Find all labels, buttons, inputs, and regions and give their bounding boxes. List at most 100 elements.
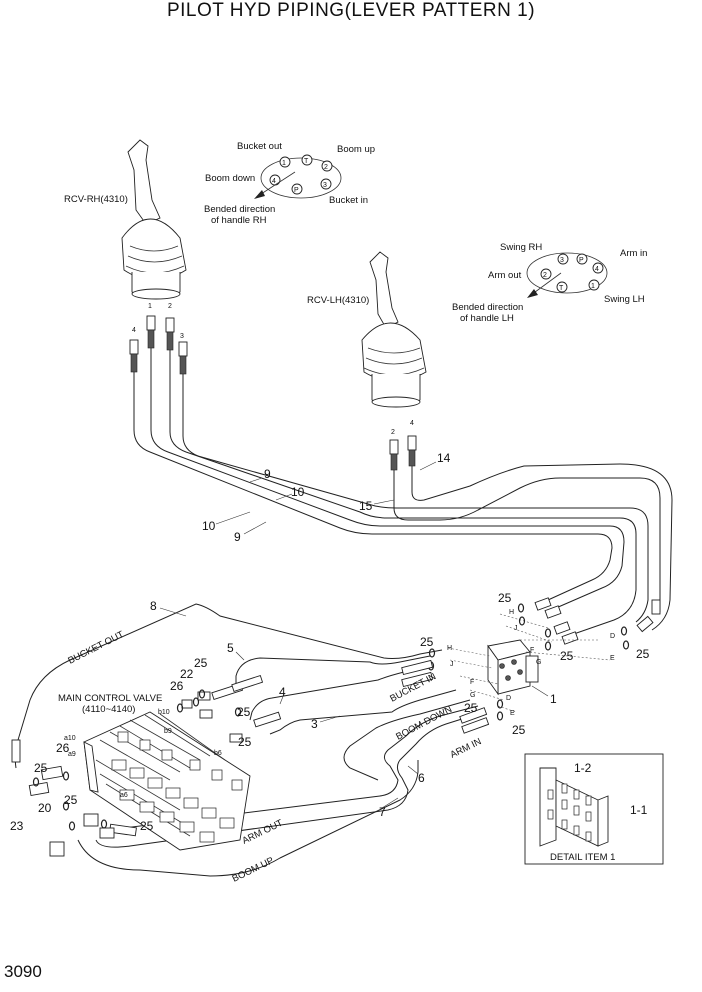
detail-item-1: [524, 753, 664, 865]
block-port-e-right: E: [610, 655, 615, 662]
rcv-rh-port-4: 4: [132, 327, 136, 334]
callout-20: 20: [38, 801, 52, 815]
lh-pattern-port-p: P: [579, 257, 584, 264]
callout-25-l: 25: [140, 819, 154, 833]
callout-25-k: 25: [64, 793, 78, 807]
lh-swing-lh-label: Swing LH: [604, 294, 645, 305]
block-port-f-right: F: [530, 647, 534, 654]
callout-10-lower: 10: [202, 519, 216, 533]
valve-port-a10: a10: [64, 735, 76, 742]
callout-8: 8: [150, 599, 157, 613]
rh-pattern-port-4: 4: [272, 178, 276, 185]
rcv-rh-pattern: [254, 154, 342, 199]
rcv-lh-label: RCV-LH(4310): [307, 295, 369, 306]
callout-25-b: 25: [560, 649, 574, 663]
rh-pattern-port-1: 1: [282, 160, 286, 167]
right-hose-fittings: [534, 597, 661, 645]
hose-label-boom-up: BOOM UP: [230, 855, 275, 885]
page-number: 3090: [4, 962, 42, 981]
callout-23: 23: [10, 819, 24, 833]
rh-bucket-out-label: Bucket out: [237, 141, 282, 152]
o-rings-mcv: [32, 689, 242, 831]
valve-port-a6: a6: [120, 792, 128, 799]
callout-25-h: 25: [237, 705, 251, 719]
block-port-j-left: J: [450, 661, 454, 668]
callout-25-c: 25: [636, 647, 650, 661]
rcv-lh-port-4: 4: [410, 420, 414, 427]
upper-hose-bundle: [133, 348, 673, 637]
block-port-e-lower: E: [510, 710, 515, 717]
page-title: PILOT HYD PIPING(LEVER PATTERN 1): [166, 0, 536, 21]
lh-pattern-port-t: T: [559, 285, 564, 292]
mcv-label-line1: MAIN CONTROL VALVE: [58, 693, 162, 704]
callout-15: 15: [359, 499, 373, 513]
lh-swing-rh-label: Swing RH: [500, 242, 542, 253]
callout-5: 5: [227, 641, 234, 655]
hose-label-bucket-in: BUCKET IN: [388, 671, 438, 704]
detail-label-1-2: 1-2: [574, 761, 592, 775]
lh-bended-line1: Bended direction: [452, 302, 523, 313]
rh-bucket-in-label: Bucket in: [329, 195, 368, 206]
hose-label-bucket-out: BUCKET OUT: [66, 629, 126, 667]
callout-9-lower: 9: [234, 530, 241, 544]
lh-pattern-port-2: 2: [543, 272, 547, 279]
main-control-valve: [83, 711, 251, 851]
hose-label-arm-out: ARM OUT: [240, 818, 284, 847]
block-port-g-left: G: [470, 692, 475, 699]
callout-25-f: 25: [512, 723, 526, 737]
callout-6: 6: [418, 771, 425, 785]
callout-1: 1: [550, 692, 557, 706]
rcv-lh-lever: [361, 251, 427, 408]
rh-boom-down-label: Boom down: [205, 173, 255, 184]
rh-bended-line2: of handle RH: [211, 215, 267, 226]
lh-arm-in-label: Arm in: [620, 248, 647, 259]
hose-label-boom-down: BOOM DOWN: [394, 704, 454, 743]
rcv-lh-pattern: [526, 252, 608, 298]
block-port-d-lower: D: [506, 695, 511, 702]
mcv-label-line2: (4110~4140): [82, 704, 135, 715]
callout-7: 7: [379, 805, 386, 819]
lh-pattern-port-1: 1: [591, 283, 595, 290]
callout-25-g: 25: [194, 656, 208, 670]
lh-arm-out-label: Arm out: [488, 270, 522, 281]
rcv-lh-port-2: 2: [391, 429, 395, 436]
rcv-rh-lever: [121, 139, 187, 300]
rcv-rh-port-1: 1: [148, 303, 152, 310]
callout-4: 4: [279, 685, 286, 699]
valve-port-b6: b6: [214, 750, 222, 757]
lower-hose-fittings: [11, 659, 490, 837]
callout-25-i: 25: [238, 735, 252, 749]
lh-pattern-port-4: 4: [595, 266, 599, 273]
block-port-f-left: F: [470, 679, 474, 686]
rcv-rh-port-3: 3: [180, 333, 184, 340]
rh-pattern-port-p: P: [294, 187, 299, 194]
o-rings-block: [427, 603, 630, 721]
rh-pattern-port-3: 3: [323, 182, 327, 189]
detail-caption: DETAIL ITEM 1: [550, 852, 615, 863]
block-port-d-right: D: [610, 633, 615, 640]
lower-hoses: [14, 603, 485, 877]
hose-label-arm-in: ARM IN: [448, 736, 483, 761]
block-port-g-right: G: [536, 659, 541, 666]
leader-lines: [159, 461, 628, 811]
valve-port-b10: b10: [158, 709, 170, 716]
callout-26-lower: 26: [56, 741, 70, 755]
lh-pattern-port-3: 3: [560, 257, 564, 264]
block-port-j-top: J: [514, 625, 518, 632]
block-port-h-top: H: [509, 609, 514, 616]
callout-14: 14: [437, 451, 451, 465]
callout-25-j: 25: [34, 761, 48, 775]
lh-bended-line2: of handle LH: [460, 313, 514, 324]
callout-25-e: 25: [464, 701, 478, 715]
detail-label-1-1: 1-1: [630, 803, 648, 817]
valve-port-a9: a9: [68, 751, 76, 758]
rcv-rh-label: RCV-RH(4310): [64, 194, 128, 205]
connector-block: [487, 639, 539, 696]
rh-pattern-port-2: 2: [324, 164, 328, 171]
block-port-h-left: H: [447, 645, 452, 652]
callout-25-a: 25: [498, 591, 512, 605]
rh-boom-up-label: Boom up: [337, 144, 375, 155]
rcv-rh-port-2: 2: [168, 303, 172, 310]
callout-22: 22: [180, 667, 194, 681]
